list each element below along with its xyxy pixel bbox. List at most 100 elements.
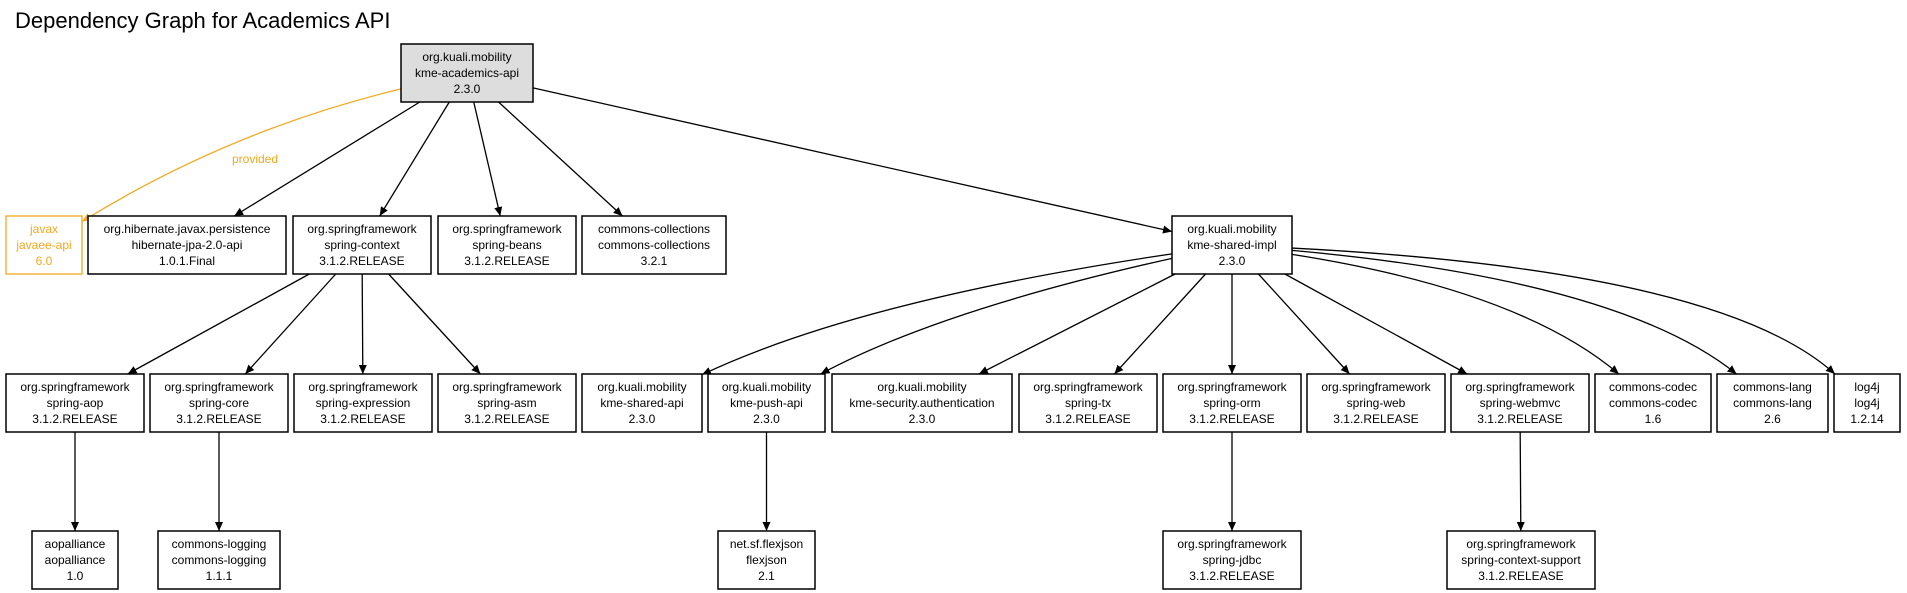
node-box-logging: [157, 530, 281, 590]
node-sharedimpl-line-2: kme-shared-impl: [1187, 238, 1276, 252]
node-log4j-line-1: log4j: [1854, 380, 1879, 394]
node-collections: commons-collectionscommons-collections3.…: [581, 215, 727, 275]
node-box-beans: [437, 215, 577, 275]
node-log4j-line-3: 1.2.14: [1850, 412, 1884, 426]
node-hibernate-line-2: hibernate-jpa-2.0-api: [132, 238, 243, 252]
node-tx-line-3: 3.1.2.RELEASE: [1045, 412, 1130, 426]
edge-sharedimpl-to-log4j: [1291, 247, 1836, 375]
node-aopalliance-line-2: aopalliance: [45, 553, 106, 567]
node-beans-line-2: spring-beans: [472, 238, 541, 252]
node-aop-line-2: spring-aop: [47, 396, 104, 410]
node-orm: org.springframeworkspring-orm3.1.2.RELEA…: [1162, 373, 1302, 433]
node-tx: org.springframework spring-tx 3.1.2.RELEAS…: [1018, 373, 1158, 433]
node-box-security: [831, 373, 1013, 433]
node-box-hibernate: [87, 215, 287, 275]
nodes-layer: org.kuali.mobility kme-academics-api 2.3.0…: [5, 43, 1901, 590]
node-ctxsupport-line-2: spring-context-support: [1461, 553, 1581, 567]
node-collections-line-3: 3.2.1: [641, 254, 668, 268]
node-expression-line-1: org.springframework: [308, 380, 418, 394]
edge-api-to-hibernate: [233, 101, 421, 217]
node-expression: org.springframework spring-expression 3.1.…: [293, 373, 433, 433]
node-box-collections: [581, 215, 727, 275]
node-box-core: [149, 373, 289, 433]
node-sharedimpl-line-3: 2.3.0: [1219, 254, 1246, 268]
node-api-line-2: kme-academics-api: [415, 66, 519, 80]
node-security: org.kuali.mobilitykme-security.authentic…: [831, 373, 1013, 433]
edge-sharedimpl-to-lang: [1291, 249, 1737, 375]
node-box-tx: [1018, 373, 1158, 433]
node-box-expression: [293, 373, 433, 433]
node-box-context: [292, 215, 432, 275]
node-expression-line-3: 3.1.2.RELEASE: [320, 412, 405, 426]
diagram-title: Dependency Graph for Academics API: [15, 8, 391, 33]
node-box-log4j: [1833, 373, 1901, 433]
node-sharedimpl-line-1: org.kuali.mobility: [1187, 222, 1276, 236]
node-box-web: [1306, 373, 1446, 433]
node-logging-line-3: 1.1.1: [206, 569, 233, 583]
node-box-jdbc: [1162, 530, 1302, 590]
node-context-line-1: org.springframework: [307, 222, 417, 236]
node-aop: org.springframeworkspring-aop3.1.2.RELEA…: [5, 373, 145, 433]
node-javaee-line-2: javaee-api: [15, 238, 71, 252]
node-tx-line-2: spring-tx: [1065, 396, 1111, 410]
node-core-line-3: 3.1.2.RELEASE: [176, 412, 261, 426]
node-asm-line-1: org.springframework: [452, 380, 562, 394]
node-box-codec: [1594, 373, 1712, 433]
node-security-line-3: 2.3.0: [909, 412, 936, 426]
edge-sharedimpl-to-security: [978, 273, 1176, 375]
edge-webmvc-to-ctxsupport: [1516, 431, 1525, 532]
node-web-line-2: spring-web: [1347, 396, 1406, 410]
node-webmvc-line-2: spring-webmvc: [1480, 396, 1561, 410]
edge-sharedimpl-to-codec: [1291, 253, 1620, 375]
node-log4j-line-2: log4j: [1854, 396, 1879, 410]
node-asm-line-3: 3.1.2.RELEASE: [464, 412, 549, 426]
edge-context-to-asm: [388, 273, 481, 375]
node-collections-line-1: commons-collections: [598, 222, 710, 236]
node-sharedapi-line-3: 2.3.0: [629, 412, 656, 426]
node-beans-line-3: 3.1.2.RELEASE: [464, 254, 549, 268]
node-jdbc: org.springframeworkspring-jdbc3.1.2.RELE…: [1162, 530, 1302, 590]
node-aop-line-1: org.springframework: [20, 380, 130, 394]
node-box-ctxsupport: [1446, 530, 1596, 590]
node-webmvc: org.springframeworkspring-webmvc3.1.2.RE…: [1450, 373, 1590, 433]
node-context-line-3: 3.1.2.RELEASE: [319, 254, 404, 268]
edge-sharedimpl-to-tx: [1113, 273, 1207, 375]
node-box-asm: [437, 373, 577, 433]
node-sharedimpl: org.kuali.mobility kme-shared-impl 2.3.0: [1171, 215, 1293, 275]
node-hibernate: org.hibernate.javax.persistencehibernate…: [87, 215, 287, 275]
node-lang-line-3: 2.6: [1764, 412, 1781, 426]
node-beans-line-1: org.springframework: [452, 222, 562, 236]
node-asm-line-2: spring-asm: [477, 396, 536, 410]
node-flexjson-line-3: 2.1: [758, 569, 775, 583]
node-expression-line-2: spring-expression: [316, 396, 411, 410]
node-lang-line-2: commons-lang: [1733, 396, 1812, 410]
node-javaee-line-1: javax: [29, 222, 58, 236]
node-webmvc-line-1: org.springframework: [1465, 380, 1575, 394]
edge-label-api-to-javaee: provided: [232, 152, 278, 166]
node-api-line-3: 2.3.0: [454, 82, 481, 96]
node-logging-line-2: commons-logging: [172, 553, 267, 567]
node-asm: org.springframework spring-asm 3.1.2.RELEA…: [437, 373, 577, 433]
node-logging-line-1: commons-logging: [172, 537, 267, 551]
edge-api-to-sharedimpl: [532, 87, 1173, 234]
node-web-line-3: 3.1.2.RELEASE: [1333, 412, 1418, 426]
edge-sharedimpl-to-webmvc: [1284, 273, 1468, 375]
node-flexjson-line-2: flexjson: [746, 553, 787, 567]
node-flexjson-line-1: net.sf.flexjson: [730, 537, 803, 551]
node-ctxsupport-line-3: 3.1.2.RELEASE: [1478, 569, 1563, 583]
edge-api-to-javaee: [81, 88, 402, 223]
node-hibernate-line-3: 1.0.1.Final: [159, 254, 215, 268]
edge-sharedimpl-to-pushapi: [820, 257, 1173, 375]
edge-api-to-beans: [473, 101, 503, 217]
node-aopalliance-line-3: 1.0: [67, 569, 84, 583]
node-jdbc-line-1: org.springframework: [1177, 537, 1287, 551]
node-security-line-2: kme-security.authentication: [849, 396, 994, 410]
node-flexjson: net.sf.flexjson flexjson 2.1: [717, 530, 816, 590]
node-tx-line-1: org.springframework: [1033, 380, 1143, 394]
edge-api-to-collections: [498, 101, 623, 217]
